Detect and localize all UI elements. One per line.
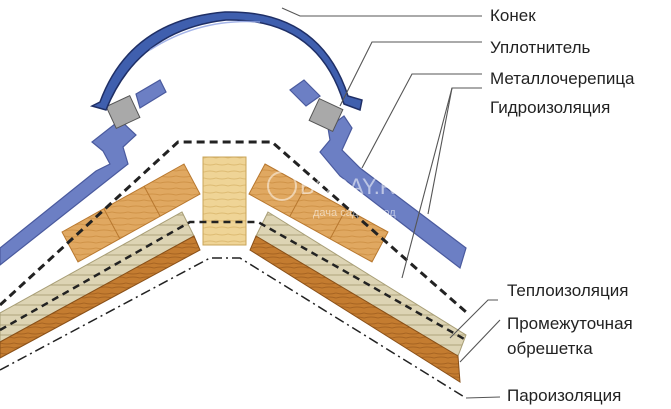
right-sealant (308, 97, 344, 133)
leader-ridge (281, 7, 482, 17)
leader-vapor-barrier (465, 396, 501, 399)
left-sealant (105, 94, 141, 130)
leader-waterproofing-b (401, 87, 453, 279)
vapor-barrier-line (0, 257, 467, 399)
label-waterproofing: Гидроизоляция (490, 98, 610, 117)
leader-sealant (339, 41, 482, 107)
ridge-cap (89, 11, 363, 112)
label-intermediate-batten-line1: Промежуточная (507, 314, 633, 333)
waterproofing-line-inner (0, 220, 467, 342)
label-vapor-barrier: Пароизоляция (507, 386, 621, 405)
waterproofing-line (0, 140, 467, 314)
right-rafter (249, 235, 461, 383)
leader-thermal-insulation (449, 299, 498, 339)
leader-intermediate-batten (459, 319, 501, 363)
label-thermal-insulation: Теплоизоляция (507, 281, 628, 300)
center-beam (202, 156, 247, 246)
right-metal-tile (319, 115, 467, 270)
watermark-brand: BOGAY.RU (300, 174, 412, 199)
label-intermediate-batten-line2: обрешетка (507, 339, 593, 358)
left-metal-tile-lip (135, 79, 167, 109)
leader-lines (281, 7, 501, 399)
watermark-tagline: дача сад огород (313, 207, 396, 219)
left-rafter (0, 235, 201, 359)
leader-waterproofing-a (427, 87, 482, 215)
label-sealant: Уплотнитель (490, 38, 591, 57)
ridge-cap-highlight (149, 20, 261, 51)
label-ridge: Конек (490, 6, 536, 25)
leader-metal-tile (361, 73, 482, 169)
right-metal-tile-lip (289, 79, 321, 107)
watermark: BOGAY.RU дача сад огород (267, 171, 412, 219)
left-battens (61, 163, 201, 263)
label-metal-tile: Металлочерепица (490, 69, 635, 88)
